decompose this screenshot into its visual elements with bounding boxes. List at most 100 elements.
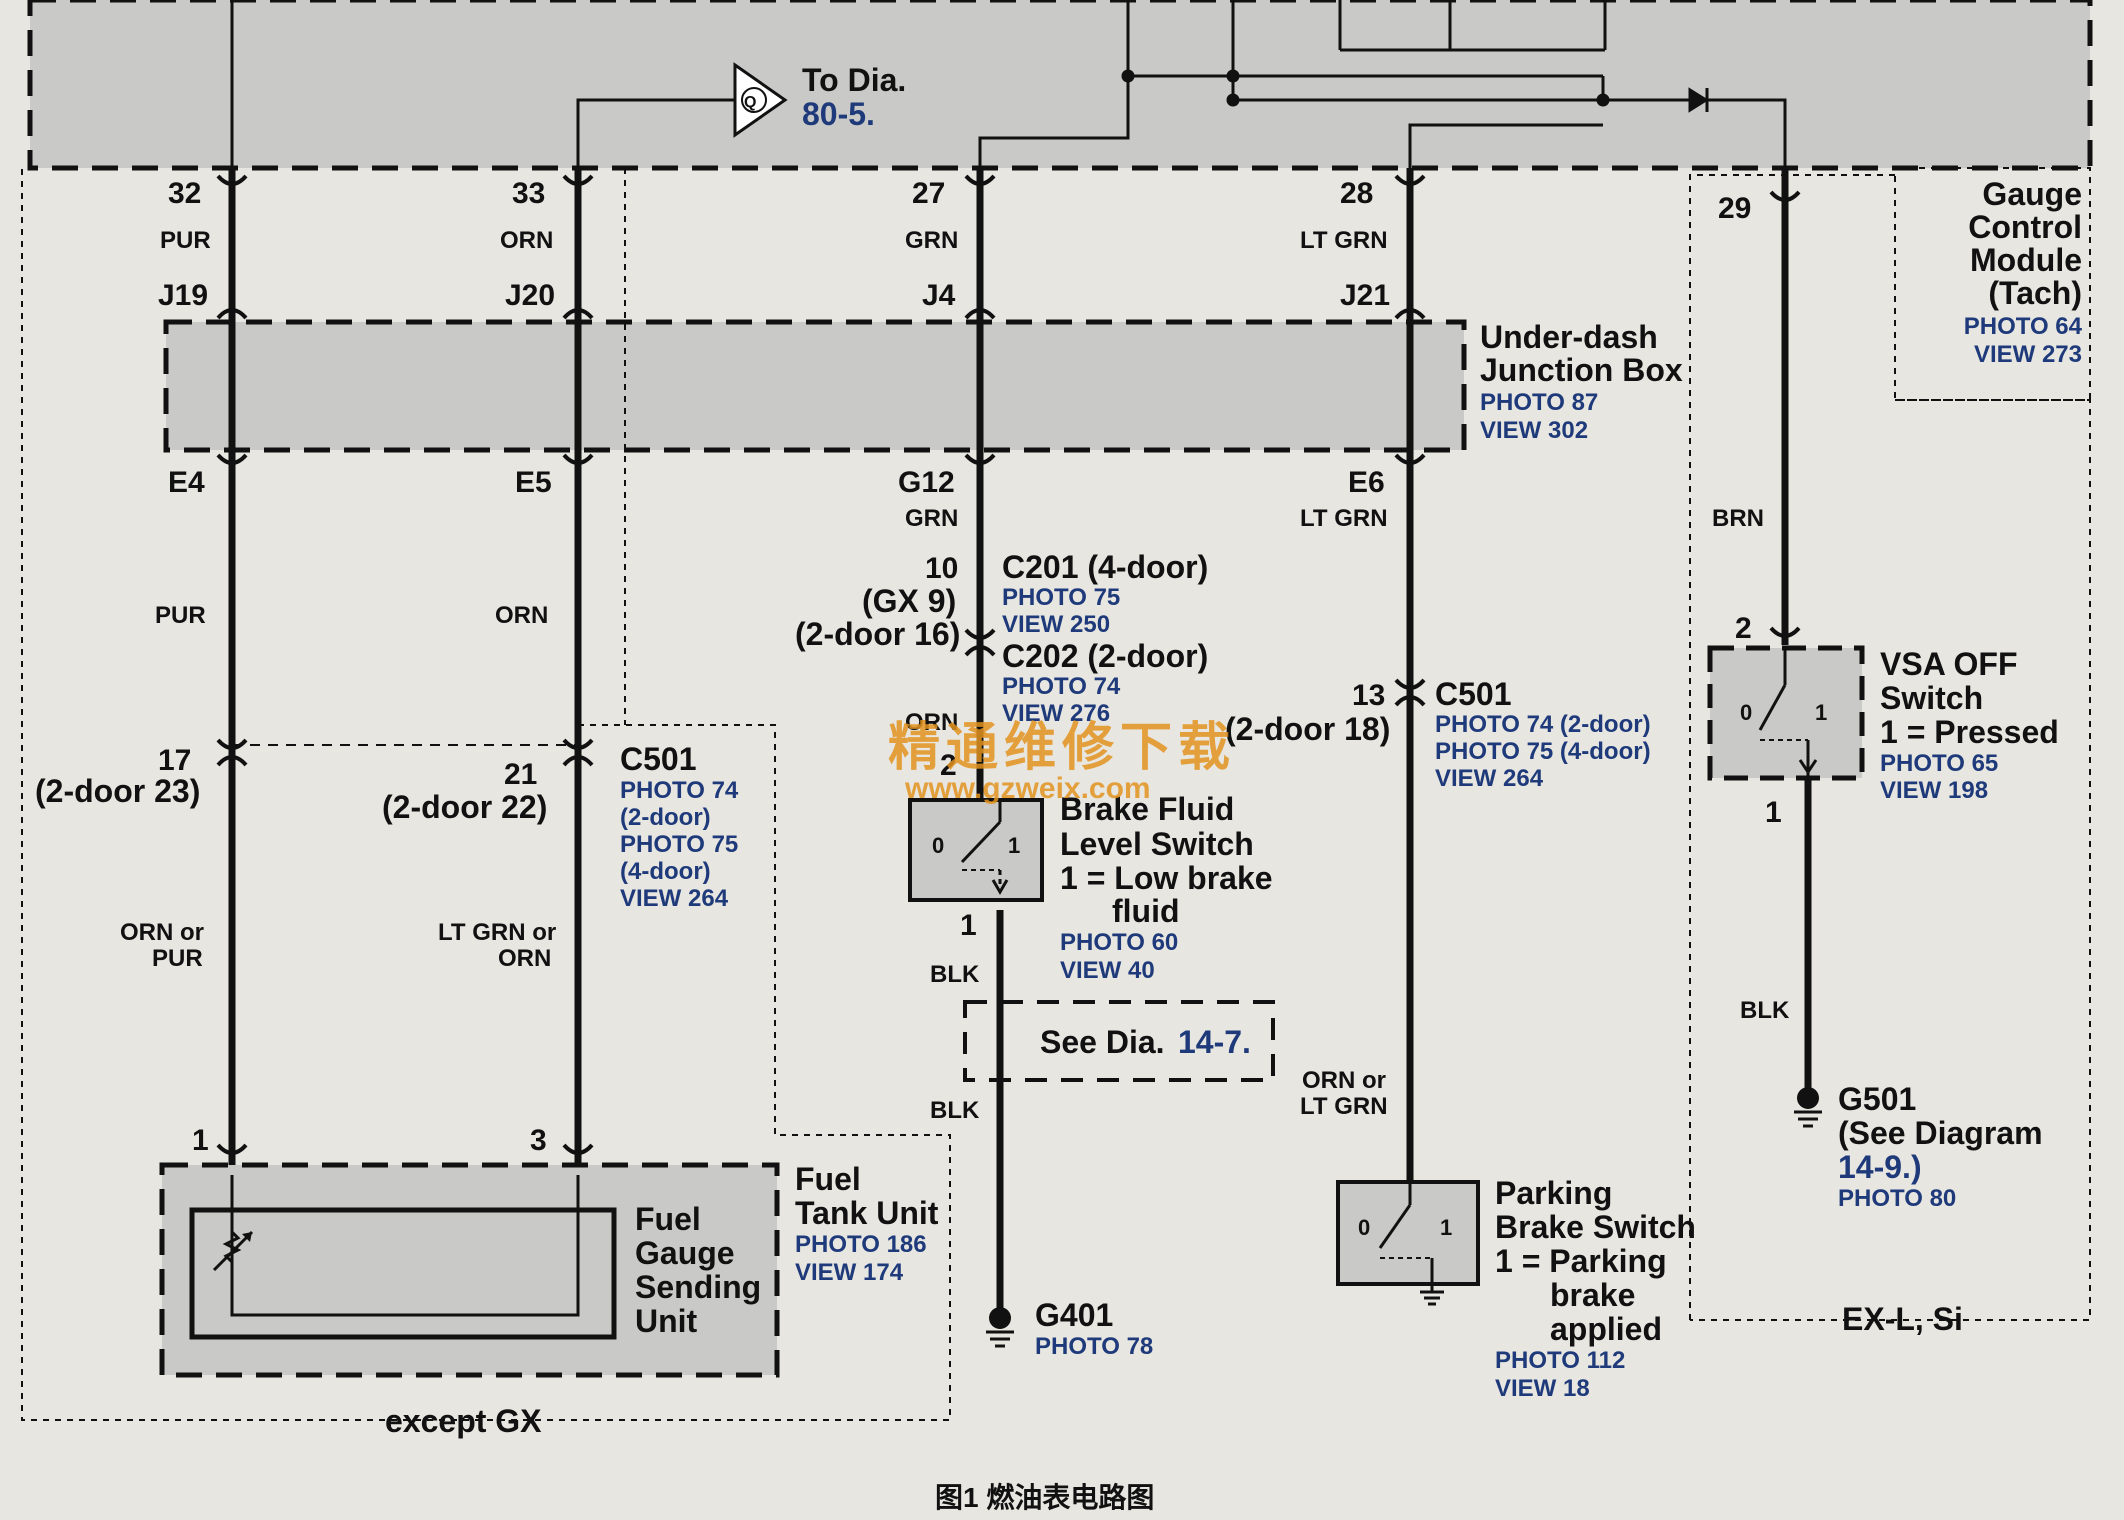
wire-brn: BRN [1712,505,1764,532]
fuel-pin-3: 3 [530,1124,547,1157]
c202-label: C202 (2-door) [1002,638,1208,674]
wire-pur-mid: PUR [155,602,206,629]
junction-box-view: VIEW 302 [1480,417,1588,444]
c202-view: VIEW 276 [1002,700,1110,727]
brake-fluid-level-switch: ORN 2 0 1 1 Brake Fluid Level Switch 1 =… [905,709,1273,988]
parking-title-3: 1 = Parking [1495,1243,1667,1279]
parking-brake-switch: 0 1 Parking Brake Switch 1 = Parking bra… [1336,1175,1696,1402]
vsa-title-3: 1 = Pressed [1880,714,2059,750]
gcm-title-3: Module [1970,242,2082,278]
c501-right-view: VIEW 264 [1435,765,1544,792]
jb-pin-e5: E5 [515,466,552,499]
c501-left-note-b: (4-door) [620,858,711,885]
junction-box-title-2: Junction Box [1480,352,1683,388]
parking-photo: PHOTO 112 [1495,1347,1625,1374]
except-gx-label: except GX [385,1403,542,1439]
parking-view: VIEW 18 [1495,1375,1590,1402]
wire-pur-low: PUR [152,945,203,972]
ground-g501: G501 (See Diagram 14-9.) PHOTO 80 [1794,1081,2043,1212]
c501-left-photo-b: PHOTO 75 [620,831,738,858]
brake-fluid-pos-1: 1 [1008,833,1020,858]
ground-g401: G401 PHOTO 78 [986,1297,1153,1360]
wires [228,168,1812,1310]
connector-c501-right: 13 (2-door 18) C501 PHOTO 74 (2-door) PH… [1225,676,1651,1120]
c501-right-photo-b: PHOTO 75 (4-door) [1435,738,1651,765]
fuel-tank-view: VIEW 174 [795,1259,904,1286]
to-dia-ref: 80-5. [802,96,875,132]
g401-label: G401 [1035,1297,1113,1333]
to-dia-label: To Dia. [802,62,906,98]
connector-c501-left: 17 (2-door 23) 21 (2-door 22) C501 PHOTO… [35,741,739,972]
c201-gx: (GX 9) [862,583,956,619]
gcm-view: VIEW 273 [1974,341,2082,368]
jb-pin-j21: J21 [1340,279,1390,312]
jb-pin-e4: E4 [168,466,205,499]
vsa-pin-2: 2 [1735,612,1752,645]
brake-fluid-pin-1: 1 [960,909,977,942]
c501-right-photo-a: PHOTO 74 (2-door) [1435,711,1651,738]
vsa-view: VIEW 198 [1880,777,1988,804]
g401-photo: PHOTO 78 [1035,1333,1153,1360]
wire-orn-top: ORN [500,227,553,254]
c501-left-note-a: (2-door) [620,804,711,831]
brake-fluid-pos-0: 0 [932,833,944,858]
gcm-pin-27: 27 [912,177,945,210]
c201-photo: PHOTO 75 [1002,584,1120,611]
fuel-tank-photo: PHOTO 186 [795,1231,927,1258]
parking-title-1: Parking [1495,1175,1612,1211]
gcm-title-1: Gauge [1982,176,2082,212]
wire-grn-mid: GRN [905,505,958,532]
figure-caption: 图1 燃油表电路图 [935,1482,1154,1513]
brake-fluid-wire-top: ORN [905,709,958,736]
fuel-pin-1: 1 [192,1124,209,1157]
parking-title-4: brake [1550,1277,1635,1313]
vsa-off-switch: 2 0 1 1 VSA OFF Switch 1 = Pressed PHOTO… [1707,612,2059,1024]
g501-note-1: (See Diagram [1838,1115,2043,1151]
gcm-pin-32: 32 [168,177,201,210]
c201-view: VIEW 250 [1002,611,1110,638]
fuel-sender-2: Gauge [635,1235,735,1271]
g501-photo: PHOTO 80 [1838,1185,1956,1212]
gcm-pin-28: 28 [1340,177,1373,210]
svg-text:Gauge: Gauge [1982,176,2082,212]
wire-lt-grn-top: LT GRN [1300,227,1388,254]
connector-c201: 10 (GX 9) (2-door 16) C201 (4-door) PHOT… [795,549,1208,727]
brake-fluid-pin-2: 2 [940,749,957,782]
wire-orn-mid: ORN [495,602,548,629]
fuel-sender-1: Fuel [635,1201,701,1237]
c501-right-pin: 13 [1352,679,1385,712]
svg-text:(Tach): (Tach) [1988,275,2082,311]
fuel-sender-3: Sending [635,1269,761,1305]
see-diagram-box: See Dia. 14-7. BLK [930,1000,1275,1124]
wire-orn-low: ORN [498,945,551,972]
jb-pin-j20: J20 [505,279,555,312]
gauge-control-module: Gauge Control Module (Tach) PHOTO 64 VIE… [27,0,2093,401]
wire-lt-grn-right: LT GRN [1300,1093,1388,1120]
wire-pur-top: PUR [160,227,211,254]
c201-label: C201 (4-door) [1002,549,1208,585]
vsa-title-1: VSA OFF [1880,646,2017,682]
jb-pin-g12: G12 [898,466,955,499]
watermark-cn: 精通维修下载 [888,719,1236,777]
parking-title-5: applied [1550,1311,1662,1347]
watermark-url: www.gzweix.com [904,772,1151,805]
junction-box-photo: PHOTO 87 [1480,389,1598,416]
fuel-tank-title-2: Tank Unit [795,1195,939,1231]
wire-grn-top: GRN [905,227,958,254]
c501-pin-21: 21 [504,758,537,791]
wire-lt-grn-mid: LT GRN [1300,505,1388,532]
c501-left-label: C501 [620,741,697,777]
g501-label: G501 [1838,1081,1916,1117]
parking-pos-0: 0 [1358,1215,1370,1240]
c501-right-pin-alt: (2-door 18) [1225,711,1390,747]
svg-text:Module: Module [1970,242,2082,278]
g501-note-2: 14-9.) [1838,1149,1922,1185]
c501-left-view: VIEW 264 [620,885,729,912]
see-dia-ref: 14-7. [1178,1024,1251,1060]
wire-orn-or: ORN or [120,919,204,946]
wire-orn-or-right: ORN or [1302,1067,1386,1094]
fuel-tank-unit: 1 3 Fuel Gauge Sending Unit Fuel Tank Un… [159,1124,939,1439]
vsa-pos-1: 1 [1815,700,1827,725]
jb-pin-j19: J19 [158,279,208,312]
jb-pin-j4: J4 [922,279,956,312]
